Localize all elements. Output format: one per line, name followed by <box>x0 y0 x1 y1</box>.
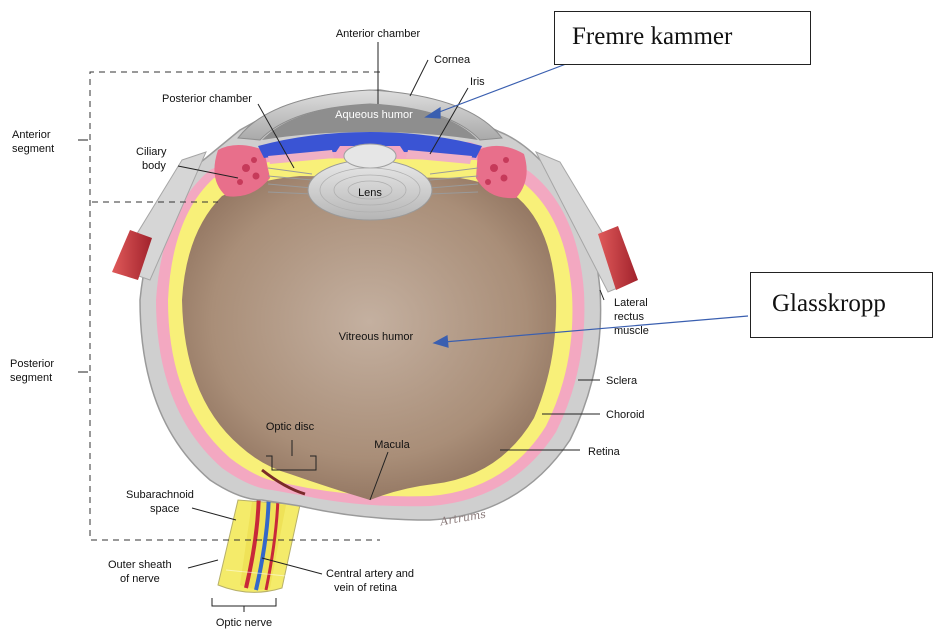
label-optic-disc: Optic disc <box>266 421 315 433</box>
label-vitreous-humor: Vitreous humor <box>339 331 414 343</box>
callout-fremre-kammer-text: Fremre kammer <box>572 23 732 51</box>
label-central-artery-2: vein of retina <box>334 582 398 594</box>
label-subarachnoid-2: space <box>150 503 179 515</box>
label-iris: Iris <box>470 76 485 88</box>
label-central-artery-1: Central artery and <box>326 568 414 580</box>
label-outer-sheath-1: Outer sheath <box>108 559 172 571</box>
label-macula: Macula <box>374 439 410 451</box>
label-cornea: Cornea <box>434 54 471 66</box>
label-choroid: Choroid <box>606 409 645 421</box>
label-ciliary-body-2: body <box>142 160 166 172</box>
label-lateral-rectus-2: rectus <box>614 311 644 323</box>
label-sclera: Sclera <box>606 375 638 387</box>
callout-box-glasskropp: Glasskropp <box>750 272 933 338</box>
label-posterior-chamber: Posterior chamber <box>162 93 252 105</box>
label-optic-nerve: Optic nerve <box>216 617 272 629</box>
label-lens: Lens <box>358 187 382 199</box>
label-outer-sheath-2: of nerve <box>120 573 160 585</box>
label-anterior-segment-1: Anterior <box>12 129 51 141</box>
label-retina: Retina <box>588 446 621 458</box>
label-anterior-segment-2: segment <box>12 143 54 155</box>
callout-box-fremre-kammer: Fremre kammer <box>554 11 811 65</box>
label-posterior-segment-2: segment <box>10 372 52 384</box>
label-posterior-segment-1: Posterior <box>10 358 54 370</box>
label-ciliary-body-1: Ciliary <box>136 146 167 158</box>
label-aqueous-humor: Aqueous humor <box>335 109 413 121</box>
label-subarachnoid-1: Subarachnoid <box>126 489 194 501</box>
label-lateral-rectus-3: muscle <box>614 325 649 337</box>
label-lateral-rectus-1: Lateral <box>614 297 648 309</box>
label-anterior-chamber: Anterior chamber <box>336 28 421 40</box>
callout-glasskropp-text: Glasskropp <box>772 290 886 318</box>
